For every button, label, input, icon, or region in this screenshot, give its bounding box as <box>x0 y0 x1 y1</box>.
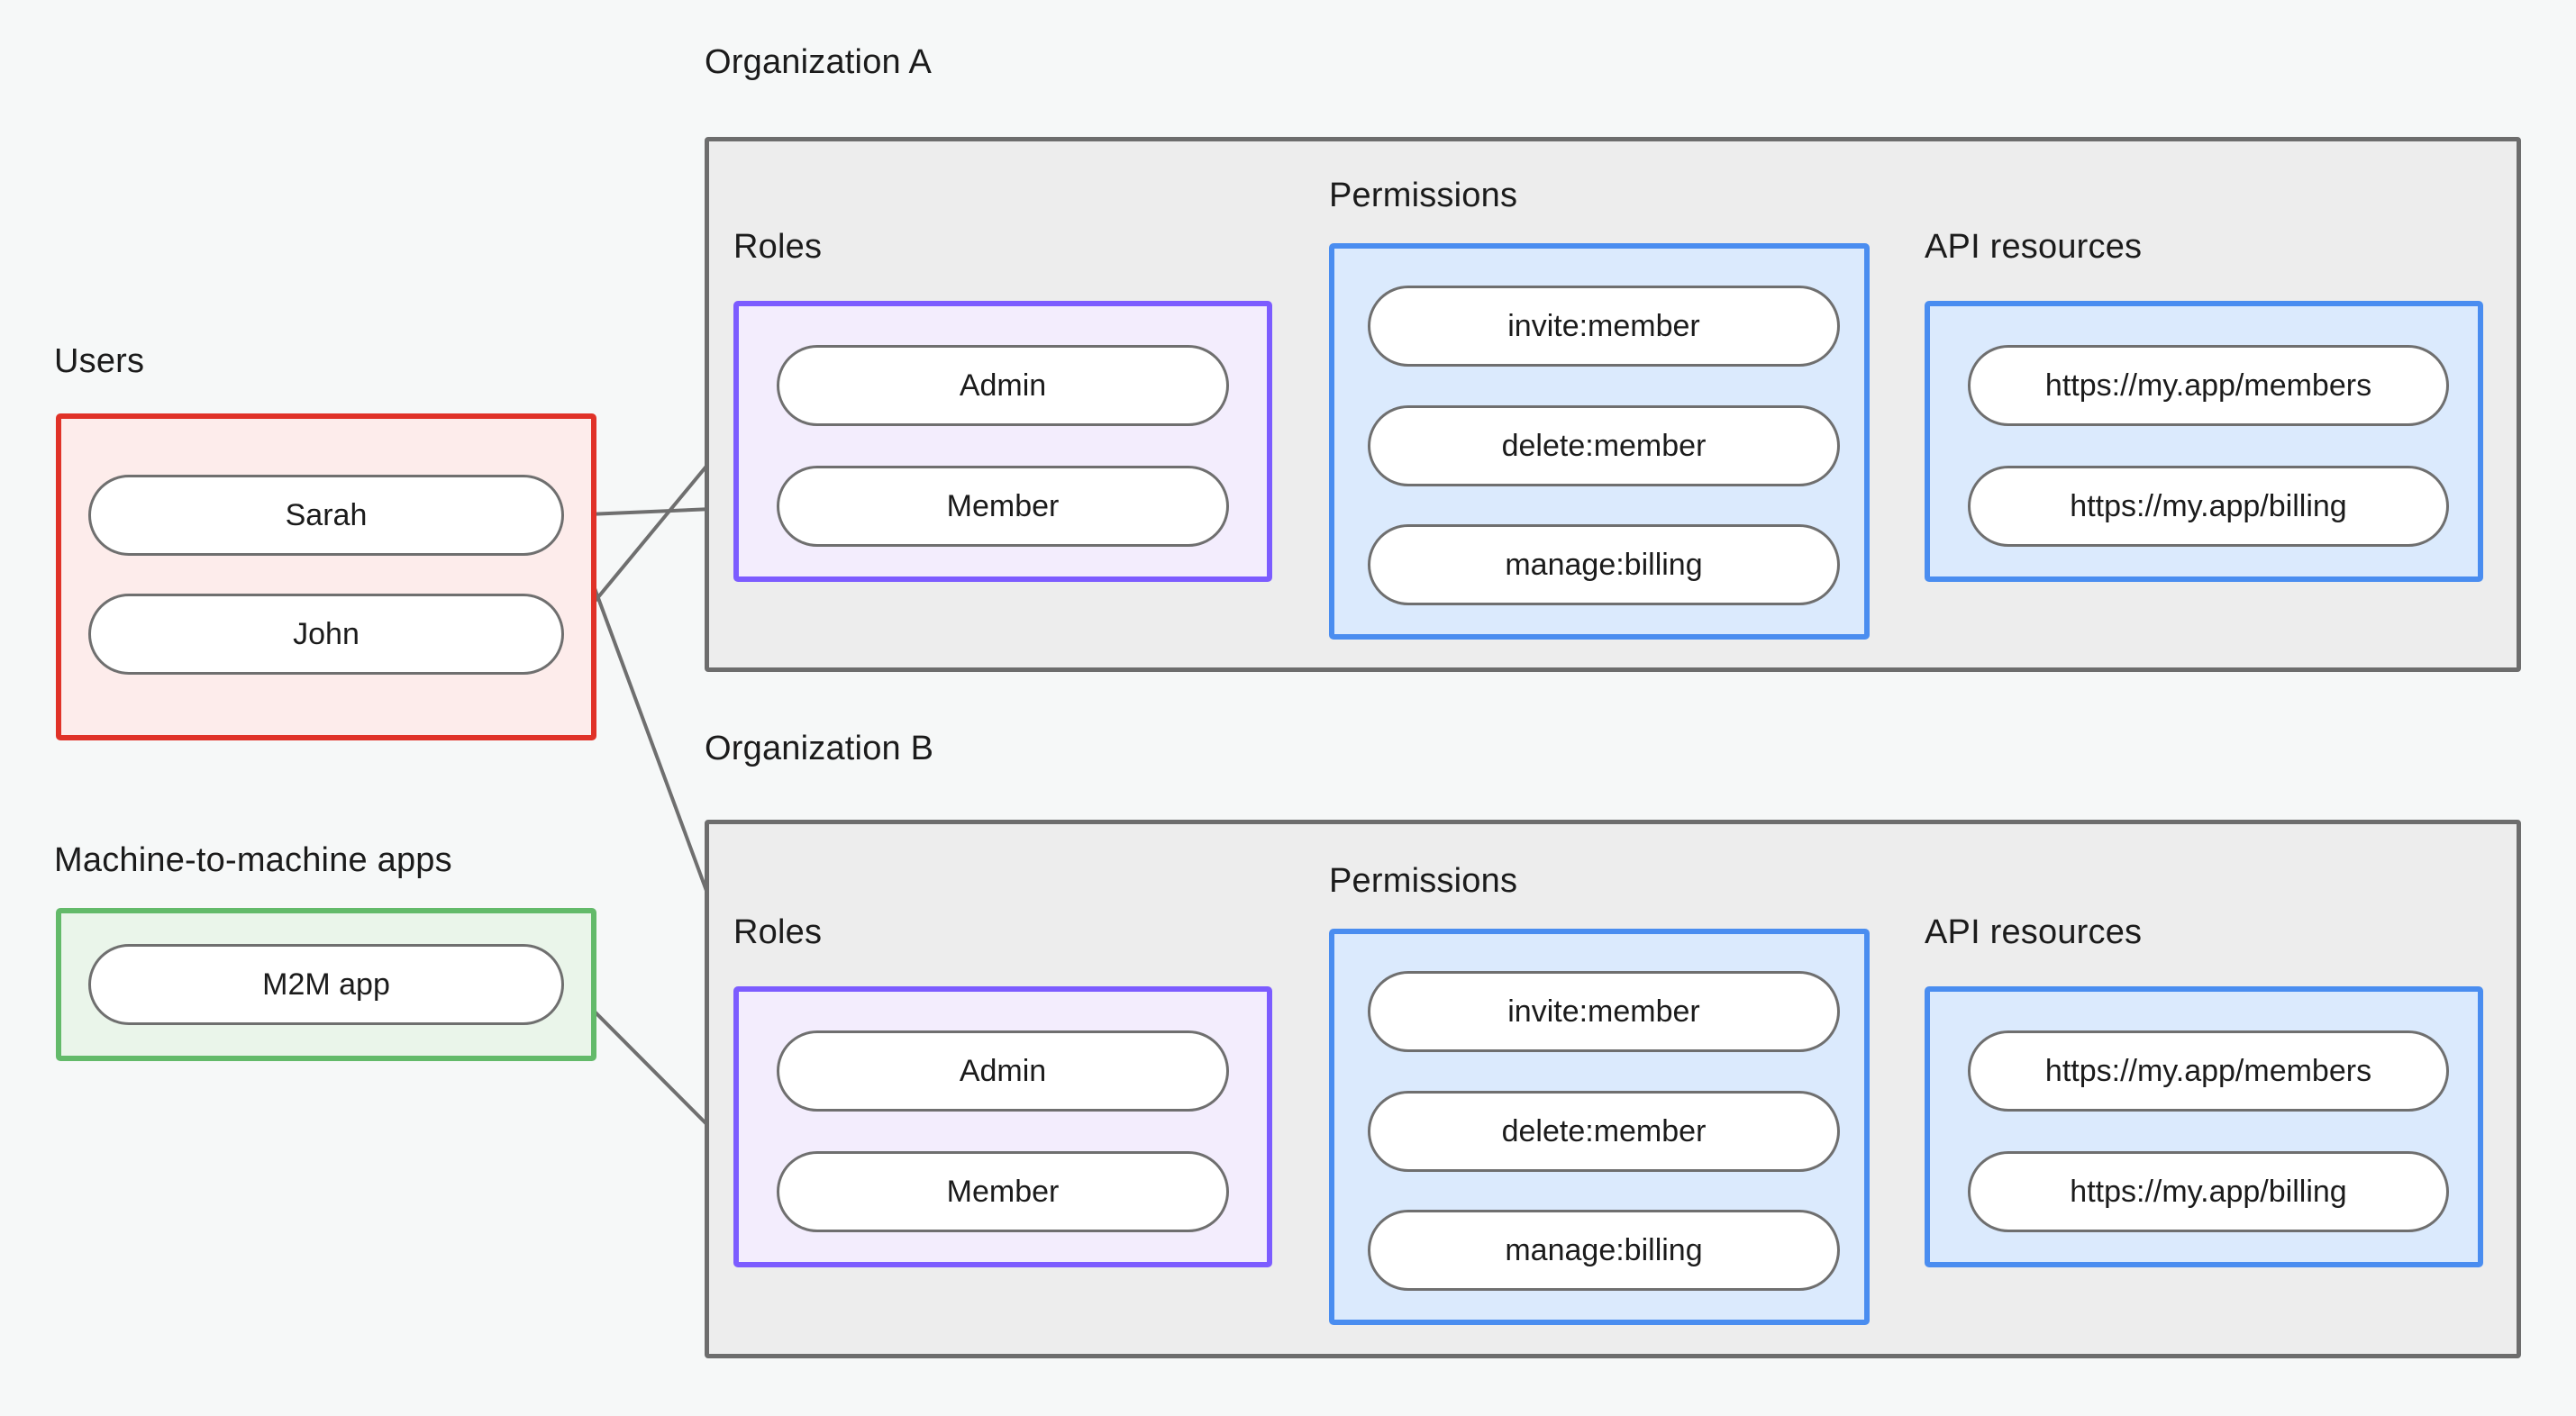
organization-a-permission-manage-billing[interactable]: manage:billing <box>1368 524 1840 605</box>
organization-b-role-admin-label: Admin <box>959 1053 1047 1088</box>
organization-a-role-member-label: Member <box>946 488 1060 523</box>
organization-b-permission-delete-member-label: delete:member <box>1501 1113 1707 1148</box>
organization-a-api-resources-label: API resources <box>1925 228 2143 266</box>
machine-to-machine-apps-label: Machine-to-machine apps <box>54 841 452 879</box>
organization-b-role-member[interactable]: Member <box>777 1151 1229 1232</box>
organization-b-permissions-label: Permissions <box>1329 862 1518 900</box>
organization-a-api-resource-billing-label: https://my.app/billing <box>2070 488 2347 523</box>
organization-a-permission-delete-member[interactable]: delete:member <box>1368 405 1840 486</box>
organization-a-role-admin-label: Admin <box>959 368 1047 403</box>
user-john[interactable]: John <box>88 594 564 675</box>
organization-a-permission-delete-member-label: delete:member <box>1501 428 1707 463</box>
users-label: Users <box>54 342 145 380</box>
organization-a-permission-invite-member-label: invite:member <box>1507 308 1700 343</box>
m2m-app-label: M2M app <box>262 967 390 1002</box>
organization-a-permissions-label: Permissions <box>1329 177 1518 214</box>
organization-b-permission-manage-billing-label: manage:billing <box>1505 1232 1703 1267</box>
user-john-label: John <box>293 616 360 651</box>
organization-b-role-admin[interactable]: Admin <box>777 1030 1229 1112</box>
organization-b-label: Organization B <box>705 730 934 767</box>
m2m-app[interactable]: M2M app <box>88 944 564 1025</box>
organization-a-permission-manage-billing-label: manage:billing <box>1505 547 1703 582</box>
organization-a-api-resource-members-label: https://my.app/members <box>2044 368 2372 403</box>
user-sarah-label: Sarah <box>285 497 368 532</box>
organization-a-api-resource-billing[interactable]: https://my.app/billing <box>1968 466 2449 547</box>
organization-b-permission-manage-billing[interactable]: manage:billing <box>1368 1210 1840 1291</box>
organization-a-roles-label: Roles <box>733 228 823 266</box>
organization-b-api-resource-members-label: https://my.app/members <box>2044 1053 2372 1088</box>
organization-a-label: Organization A <box>705 43 933 81</box>
organization-a-role-admin[interactable]: Admin <box>777 345 1229 426</box>
organization-b-permission-invite-member-label: invite:member <box>1507 994 1700 1029</box>
organization-a-api-resource-members[interactable]: https://my.app/members <box>1968 345 2449 426</box>
user-sarah[interactable]: Sarah <box>88 475 564 556</box>
organization-b-api-resource-members[interactable]: https://my.app/members <box>1968 1030 2449 1112</box>
organization-a-permission-invite-member[interactable]: invite:member <box>1368 286 1840 367</box>
organization-b-api-resource-billing-label: https://my.app/billing <box>2070 1174 2347 1209</box>
organization-b-api-resources-label: API resources <box>1925 913 2143 951</box>
organization-b-api-resource-billing[interactable]: https://my.app/billing <box>1968 1151 2449 1232</box>
organization-b-roles-label: Roles <box>733 913 823 951</box>
users-box <box>56 413 596 740</box>
organization-a-role-member[interactable]: Member <box>777 466 1229 547</box>
organization-b-role-member-label: Member <box>946 1174 1060 1209</box>
organization-b-permission-delete-member[interactable]: delete:member <box>1368 1091 1840 1172</box>
organization-b-permission-invite-member[interactable]: invite:member <box>1368 971 1840 1052</box>
